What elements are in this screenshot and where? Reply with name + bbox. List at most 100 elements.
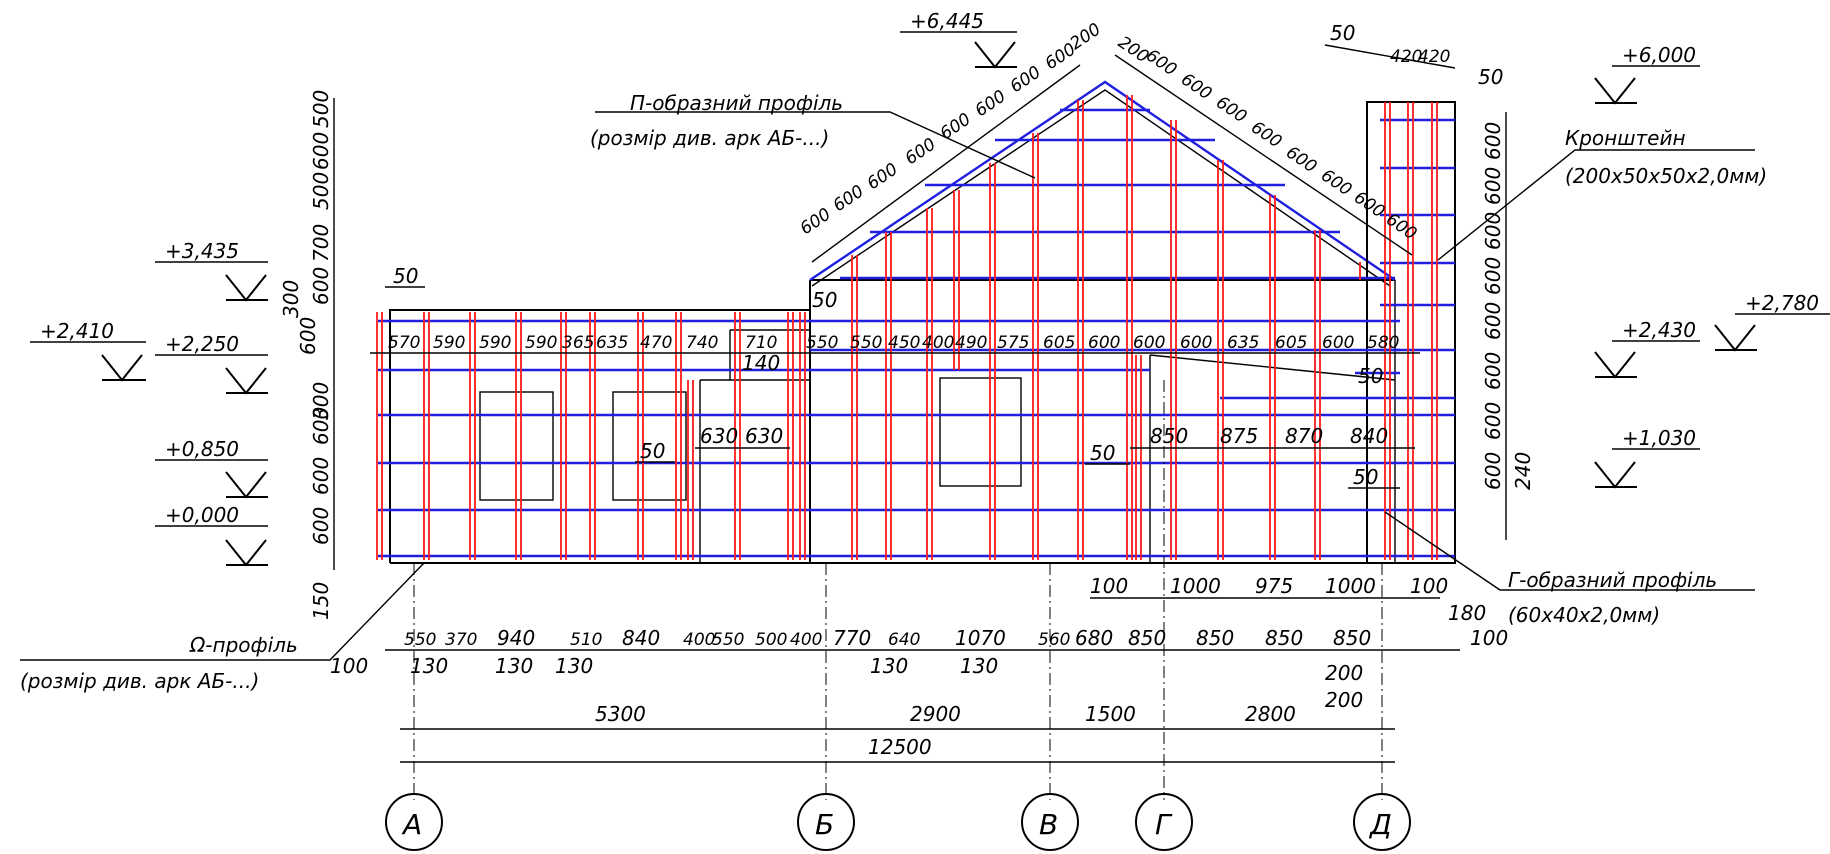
inner-dim-630-a: 630 — [700, 424, 738, 448]
svg-text:600: 600 — [864, 159, 902, 194]
fifty-labels: 50 50 50 50 50 50 50 — [393, 65, 1503, 489]
svg-text:850: 850 — [1196, 626, 1234, 650]
inner-dim-140: 140 — [742, 351, 780, 375]
svg-text:635: 635 — [1227, 333, 1259, 353]
svg-text:600: 600 — [1133, 333, 1165, 353]
svg-text:575: 575 — [997, 333, 1029, 353]
inner-dim-850: 850 — [1150, 424, 1188, 448]
inner-dim-875: 875 — [1220, 424, 1258, 448]
axis-bubbles — [385, 793, 1411, 851]
overall-dim-2: 2900 — [910, 702, 961, 726]
svg-text:600: 600 — [937, 109, 975, 144]
chimney-dim-50-left: 50 — [1330, 21, 1355, 45]
bottom-chain-top-row: 550 370 940 510 840 400 550 500 400 770 … — [404, 626, 1371, 650]
chimney-dim-line — [1324, 44, 1456, 69]
bracket-title: Кронштейн — [1565, 126, 1686, 150]
level-mark-2: +2,410 — [40, 319, 114, 343]
svg-text:600: 600 — [1088, 333, 1120, 353]
gable-profile — [809, 80, 1396, 281]
window-2 — [612, 391, 687, 501]
svg-text:700: 700 — [309, 224, 333, 262]
svg-text:240: 240 — [1511, 452, 1535, 490]
svg-text:600: 600 — [1481, 167, 1505, 205]
svg-text:600: 600 — [1481, 352, 1505, 390]
svg-text:50: 50 — [812, 288, 837, 312]
level-mark-9: +2,430 — [1622, 318, 1696, 342]
svg-text:130: 130 — [410, 654, 448, 678]
svg-text:100: 100 — [1090, 574, 1128, 598]
overall-dim-1: 5300 — [595, 702, 646, 726]
level-mark-8: +2,780 — [1745, 291, 1819, 315]
svg-text:50: 50 — [1090, 441, 1115, 465]
svg-text:130: 130 — [870, 654, 908, 678]
p-profile-title: П-образний профіль — [630, 91, 843, 115]
svg-text:580: 580 — [1367, 333, 1399, 353]
svg-text:590: 590 — [479, 333, 511, 353]
level-mark-4: +0,850 — [165, 437, 239, 461]
upper-right-chain: 100 1000 975 1000 100 — [1090, 574, 1448, 598]
inner-dim-840: 840 — [1350, 424, 1388, 448]
svg-text:590: 590 — [433, 333, 465, 353]
svg-text:560: 560 — [1038, 630, 1070, 650]
svg-text:600: 600 — [830, 181, 868, 216]
svg-text:590: 590 — [525, 333, 557, 353]
ceiling-slope-line — [1149, 354, 1396, 381]
level-mark-symbols — [101, 41, 1757, 567]
wall-structure — [20, 41, 1757, 851]
svg-text:940: 940 — [497, 626, 535, 650]
svg-text:605: 605 — [1043, 333, 1075, 353]
svg-text:550: 550 — [850, 333, 882, 353]
svg-text:605: 605 — [1275, 333, 1307, 353]
p-profile-ref: (розмір див. арк АБ-...) — [590, 126, 829, 150]
roof-left-dims: 600 600 600 600 600 600 600 600 200 — [797, 19, 1105, 239]
svg-text:500: 500 — [309, 90, 333, 128]
svg-text:400: 400 — [683, 630, 715, 650]
roof-right-dims: 200 600 600 600 600 600 600 600 600 — [1114, 33, 1420, 245]
inner-dim-870: 870 — [1285, 424, 1323, 448]
svg-text:365: 365 — [562, 333, 594, 353]
svg-text:130: 130 — [960, 654, 998, 678]
svg-text:500: 500 — [755, 630, 787, 650]
svg-text:600: 600 — [1180, 333, 1212, 353]
leader-lines — [20, 111, 1755, 661]
svg-text:100: 100 — [1410, 574, 1448, 598]
svg-text:50: 50 — [393, 264, 418, 288]
svg-text:1000: 1000 — [1325, 574, 1376, 598]
svg-text:510: 510 — [570, 630, 602, 650]
level-mark-6: +6,445 — [910, 9, 984, 33]
level-underlines — [30, 31, 1830, 527]
level-mark-7: +6,000 — [1622, 43, 1696, 67]
svg-text:600: 600 — [972, 86, 1010, 121]
svg-text:550: 550 — [806, 333, 838, 353]
svg-text:400: 400 — [922, 333, 954, 353]
svg-text:150: 150 — [309, 582, 333, 620]
top-row-dims: 570 590 590 590 365 635 470 740 710 550 … — [388, 333, 1399, 353]
svg-text:850: 850 — [1265, 626, 1303, 650]
svg-text:600: 600 — [309, 457, 333, 495]
svg-text:600: 600 — [1481, 302, 1505, 340]
chimney-dim-420-a: 420 — [1390, 47, 1422, 67]
svg-text:770: 770 — [833, 626, 871, 650]
svg-text:600: 600 — [1177, 70, 1215, 105]
svg-text:850: 850 — [1128, 626, 1166, 650]
svg-text:370: 370 — [445, 630, 477, 650]
omega-profile-ref: (розмір див. арк АБ-...) — [20, 669, 259, 693]
drawing-text: А Б В Г Д 5300 2900 1500 2800 12500 550 … — [20, 9, 1830, 841]
svg-text:600: 600 — [1212, 93, 1250, 128]
svg-text:400: 400 — [790, 630, 822, 650]
level-mark-10: +1,030 — [1622, 426, 1696, 450]
svg-text:570: 570 — [388, 333, 420, 353]
fifty-label-5: 50 — [1358, 364, 1383, 388]
svg-text:680: 680 — [1075, 626, 1113, 650]
svg-text:490: 490 — [955, 333, 987, 353]
svg-text:600: 600 — [1481, 122, 1505, 160]
inner-dim-630-b: 630 — [745, 424, 783, 448]
svg-text:130: 130 — [495, 654, 533, 678]
g-profile-title: Г-образний профіль — [1508, 568, 1717, 592]
svg-text:740: 740 — [686, 333, 718, 353]
svg-text:600: 600 — [309, 407, 333, 445]
overall-dim-3: 1500 — [1085, 702, 1136, 726]
svg-text:840: 840 — [622, 626, 660, 650]
svg-text:450: 450 — [888, 333, 920, 353]
